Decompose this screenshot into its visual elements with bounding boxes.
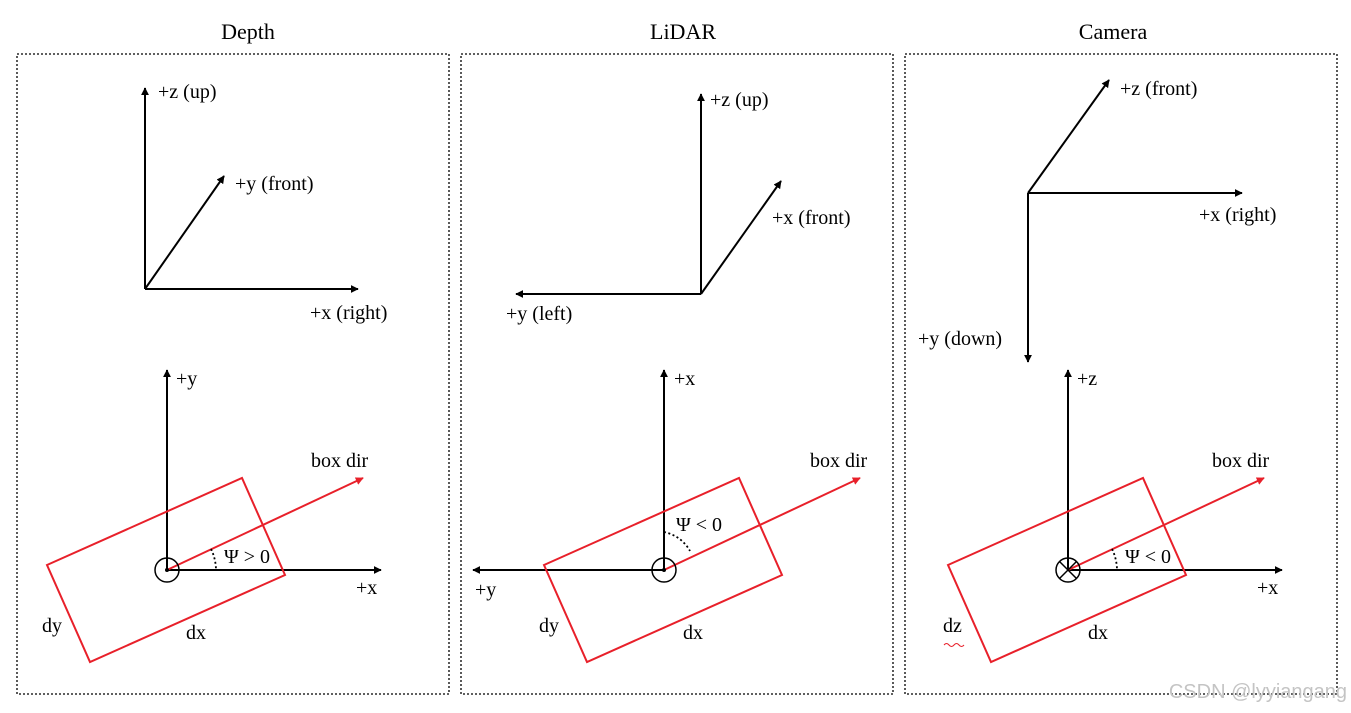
box-direction-arrow [663,477,861,571]
bottom-axes: +z +x [1064,368,1283,599]
y-axis-label: +y (down) [918,328,1002,350]
vertical-axis-label: +z [1077,368,1097,390]
box-direction-arrow [166,477,364,571]
vertical-axis-label: +y [176,368,197,390]
y-axis-label: +y (front) [235,173,313,195]
origin-out-of-page-icon [651,557,677,583]
x-axis-label: +x (right) [1199,204,1276,226]
bounding-box: Ψ < 0 box dir dy dx [539,450,868,664]
angle-label: Ψ < 0 [676,514,722,536]
origin-dot [662,568,666,572]
panel-title: LiDAR [650,19,716,44]
origin-out-of-page-icon [154,557,180,583]
box-outline [542,476,784,664]
horizontal-axis-label: +x [356,577,377,599]
bottom-axes: +x +y [472,368,695,601]
watermark-text: CSDN @lyyiangang [1169,681,1347,703]
box-direction-arrow [1067,477,1265,571]
spellcheck-squiggle [943,643,965,647]
box-outline [946,476,1188,664]
top-axes: +z (front) +x (right) +y (down) [918,78,1276,363]
side-dim-label: dy [539,615,559,637]
panel-title: Camera [1079,19,1148,44]
panel-border [16,53,450,695]
box-dir-label: box dir [810,450,868,472]
horizontal-axis-label: +y [475,579,496,601]
panel-depth: Depth +z (up) +y (front) +x (right) +y +… [16,19,450,695]
bounding-box: Ψ > 0 box dir dy dx [42,450,369,664]
horizontal-axis-label: +x [1257,577,1278,599]
z-axis-label: +z (front) [1120,78,1197,100]
y-axis-label: +y (left) [506,303,572,325]
bottom-dim-label: dx [1088,622,1108,644]
z-axis-label: +z (up) [158,81,216,103]
angle-arc [1111,548,1118,571]
z-axis-arrow [1027,79,1110,194]
vertical-axis-label: +x [674,368,695,390]
y-axis-arrow [144,175,225,290]
angle-label: Ψ < 0 [1125,546,1171,568]
side-dim-label: dz [943,615,962,637]
box-dir-label: box dir [311,450,369,472]
bottom-dim-label: dx [186,622,206,644]
panel-lidar: LiDAR +z (up) +x (front) +y (left) +x +y… [460,19,894,695]
top-axes: +z (up) +y (front) +x (right) [141,81,387,324]
box-dir-label: box dir [1212,450,1270,472]
origin-cross-line [1058,560,1078,580]
bottom-axes: +y +x [163,368,382,599]
x-axis-arrow [700,180,782,295]
origin-dot [165,568,169,572]
bounding-box: Ψ < 0 box dir dz dx [943,450,1270,664]
x-axis-label: +x (front) [772,207,850,229]
origin-into-page-icon [1055,557,1081,583]
panel-title: Depth [221,19,275,44]
panel-border [460,53,894,695]
panel-border [904,53,1338,695]
bottom-dim-label: dx [683,622,703,644]
angle-label: Ψ > 0 [224,546,270,568]
top-axes: +z (up) +x (front) +y (left) [506,89,850,325]
box-outline [45,476,287,664]
angle-arc [210,548,217,571]
panel-camera: Camera +z (front) +x (right) +y (down) +… [904,19,1338,695]
z-axis-label: +z (up) [710,89,768,111]
x-axis-label: +x (right) [310,302,387,324]
side-dim-label: dy [42,615,62,637]
